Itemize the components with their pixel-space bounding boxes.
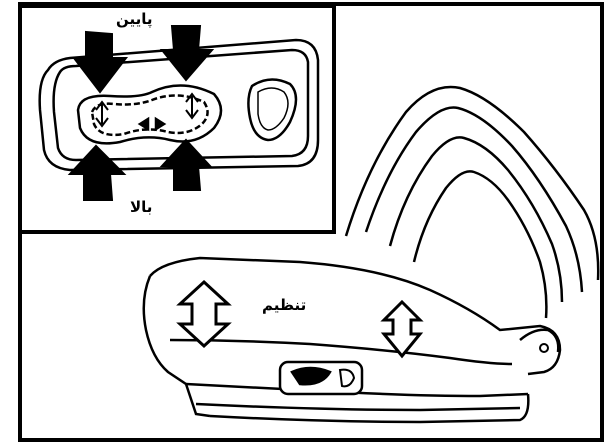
- seat-switch-knob: [78, 85, 221, 143]
- hinge-bolt: [540, 344, 548, 352]
- label-adjust: تنظیم: [262, 298, 306, 313]
- recline-knob: [248, 79, 296, 140]
- label-down: پایین: [116, 12, 153, 27]
- label-up: بالا: [130, 200, 152, 215]
- arrow-down-icon: [74, 26, 212, 92]
- seat-side-switch: [280, 362, 362, 394]
- double-arrow-icon: [180, 282, 420, 356]
- seat-backrest: [346, 87, 598, 318]
